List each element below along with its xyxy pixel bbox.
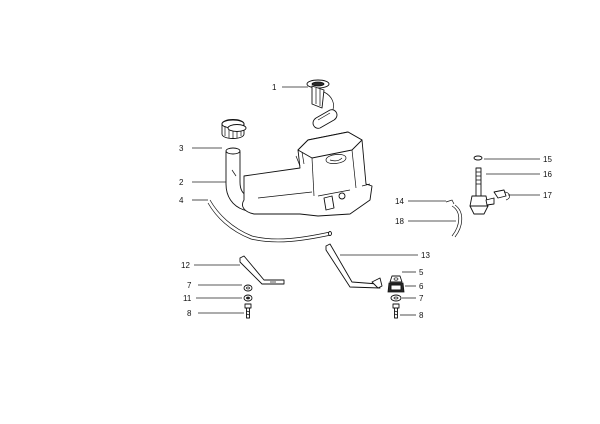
part-4-breather-hose bbox=[207, 199, 332, 243]
callout-15: 15 bbox=[543, 155, 552, 164]
part-1-fuel-sender bbox=[306, 79, 338, 129]
callout-16: 16 bbox=[543, 170, 552, 179]
part-11-lock-washer bbox=[243, 294, 253, 302]
callout-17: 17 bbox=[543, 191, 552, 200]
callout-5: 5 bbox=[419, 268, 424, 277]
part-7-washer-right bbox=[390, 294, 402, 302]
part-15-washer bbox=[473, 155, 483, 161]
part-7-washer-left bbox=[243, 284, 253, 292]
callout-1: 1 bbox=[272, 83, 277, 92]
callout-18: 18 bbox=[395, 217, 404, 226]
part-8-bolt-right bbox=[392, 303, 400, 319]
callout-11: 11 bbox=[183, 294, 192, 303]
callout-8-left: 8 bbox=[187, 309, 192, 318]
part-5-nut bbox=[389, 275, 403, 283]
callout-4: 4 bbox=[179, 196, 184, 205]
part-8-bolt-left bbox=[244, 303, 252, 319]
part-13-right-strap bbox=[325, 243, 383, 289]
part-18-hose bbox=[451, 204, 463, 238]
callout-7-right: 7 bbox=[419, 294, 424, 303]
callout-3: 3 bbox=[179, 144, 184, 153]
callout-12: 12 bbox=[181, 261, 190, 270]
part-14-clip bbox=[445, 199, 455, 205]
callout-2: 2 bbox=[179, 178, 184, 187]
part-2-fuel-tank bbox=[225, 131, 373, 217]
callout-8-right: 8 bbox=[419, 311, 424, 320]
callout-14: 14 bbox=[395, 197, 404, 206]
part-16-fuel-tap bbox=[469, 167, 495, 215]
part-17-clamp bbox=[493, 189, 510, 201]
part-12-left-strap bbox=[239, 255, 285, 285]
callout-13: 13 bbox=[421, 251, 430, 260]
callout-7-left: 7 bbox=[187, 281, 192, 290]
callout-6: 6 bbox=[419, 282, 424, 291]
part-3-filler-cap bbox=[221, 119, 247, 139]
part-6-rubber-pad bbox=[387, 282, 405, 293]
